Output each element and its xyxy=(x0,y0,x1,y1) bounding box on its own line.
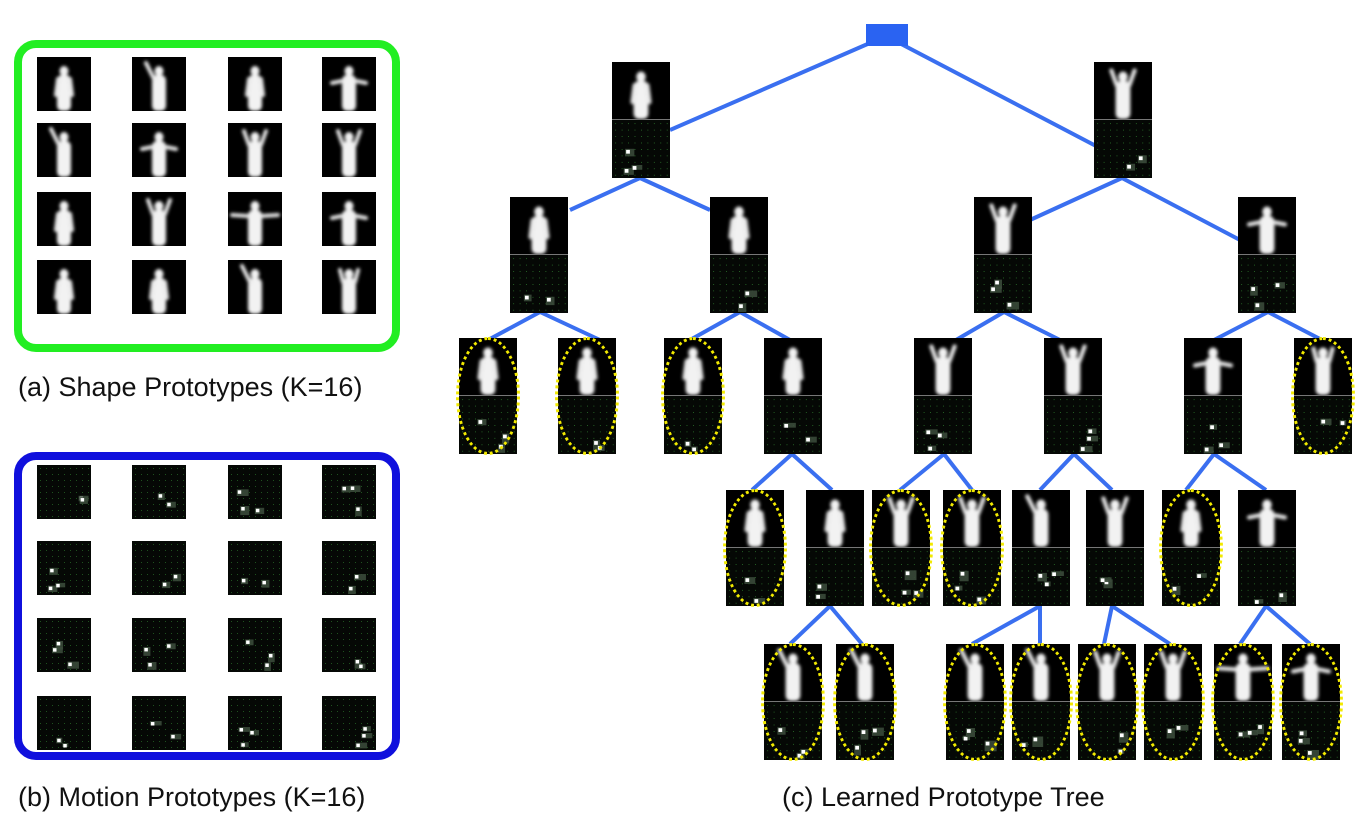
tree-node xyxy=(1238,490,1296,606)
motion-prototype xyxy=(37,618,91,672)
leaf-highlight-ellipse xyxy=(1211,643,1275,761)
tree-node xyxy=(1238,197,1296,313)
shape-prototype xyxy=(228,123,282,177)
shape-prototype xyxy=(322,57,376,111)
shape-prototype xyxy=(228,57,282,111)
motion-prototype xyxy=(228,465,282,519)
motion-prototype xyxy=(132,541,186,595)
leaf-highlight-ellipse xyxy=(1159,489,1223,607)
tree-node xyxy=(1012,490,1070,606)
tree-root-node xyxy=(866,24,908,46)
motion-prototype xyxy=(322,696,376,750)
tree-node xyxy=(914,338,972,454)
tree-node xyxy=(764,338,822,454)
motion-prototype xyxy=(132,696,186,750)
motion-prototype xyxy=(228,696,282,750)
leaf-highlight-ellipse xyxy=(1279,643,1343,761)
leaf-highlight-ellipse xyxy=(1291,337,1355,455)
motion-prototype xyxy=(228,541,282,595)
tree-node xyxy=(612,62,670,178)
tree-node xyxy=(806,490,864,606)
leaf-highlight-ellipse xyxy=(661,337,725,455)
shape-prototype xyxy=(228,260,282,314)
motion-prototype xyxy=(228,618,282,672)
shape-prototypes-frame xyxy=(14,40,400,352)
shape-prototype xyxy=(228,192,282,246)
motion-prototypes-frame xyxy=(14,452,400,760)
motion-prototype xyxy=(132,618,186,672)
motion-prototype xyxy=(322,618,376,672)
leaf-highlight-ellipse xyxy=(456,337,520,455)
tree-node xyxy=(1184,338,1242,454)
tree-caption: (c) Learned Prototype Tree xyxy=(782,782,1105,812)
tree-node xyxy=(1044,338,1102,454)
motion-prototype xyxy=(37,541,91,595)
shape-prototype xyxy=(132,57,186,111)
motion-prototype xyxy=(132,465,186,519)
leaf-highlight-ellipse xyxy=(869,489,933,607)
motion-prototype xyxy=(322,465,376,519)
shape-prototype xyxy=(37,260,91,314)
shape-prototype xyxy=(132,260,186,314)
leaf-highlight-ellipse xyxy=(943,643,1007,761)
shape-prototype xyxy=(37,57,91,111)
leaf-highlight-ellipse xyxy=(1009,643,1073,761)
leaf-highlight-ellipse xyxy=(940,489,1004,607)
shape-prototype xyxy=(37,192,91,246)
shape-prototype xyxy=(322,123,376,177)
shape-prototype xyxy=(322,192,376,246)
leaf-highlight-ellipse xyxy=(555,337,619,455)
shape-prototype xyxy=(132,192,186,246)
motion-prototype xyxy=(37,696,91,750)
motion-prototype xyxy=(37,465,91,519)
tree-node xyxy=(510,197,568,313)
shape-prototype xyxy=(322,260,376,314)
motion-prototype xyxy=(322,541,376,595)
tree-node xyxy=(1086,490,1144,606)
leaf-highlight-ellipse xyxy=(1075,643,1139,761)
shape-prototype xyxy=(37,123,91,177)
shape-prototype xyxy=(132,123,186,177)
leaf-highlight-ellipse xyxy=(833,643,897,761)
shape-prototypes-caption: (a) Shape Prototypes (K=16) xyxy=(18,372,363,402)
leaf-highlight-ellipse xyxy=(1141,643,1205,761)
leaf-highlight-ellipse xyxy=(723,489,787,607)
motion-prototypes-caption: (b) Motion Prototypes (K=16) xyxy=(18,782,366,812)
tree-node xyxy=(1094,62,1152,178)
tree-node xyxy=(974,197,1032,313)
tree-node xyxy=(710,197,768,313)
leaf-highlight-ellipse xyxy=(761,643,825,761)
